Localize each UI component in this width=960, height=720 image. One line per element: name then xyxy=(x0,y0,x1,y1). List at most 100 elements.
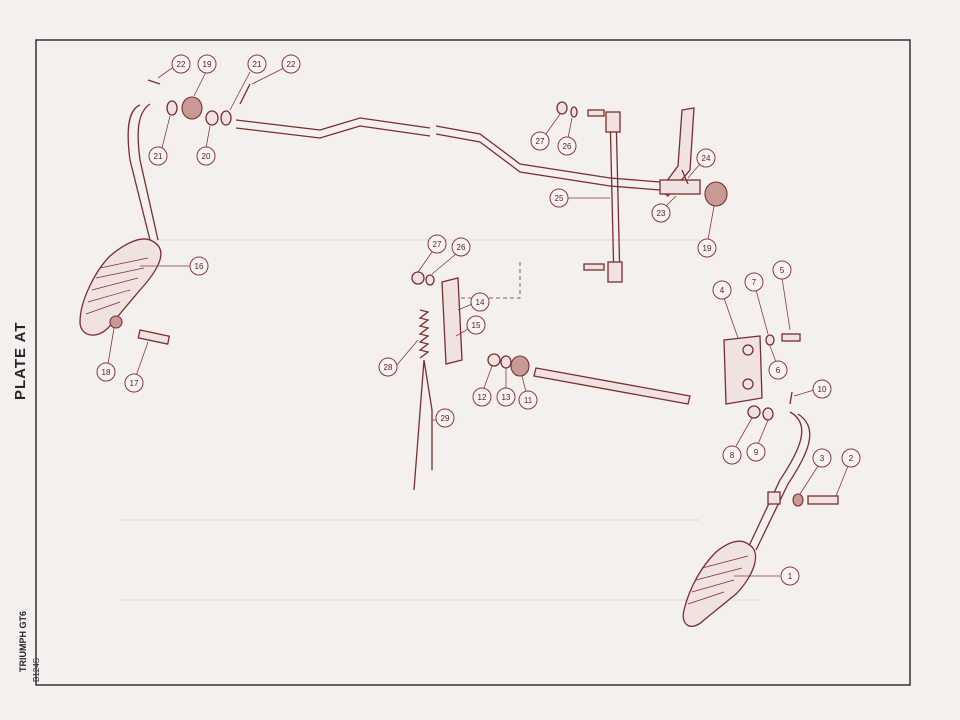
bracket-hole-lower xyxy=(742,378,754,390)
callout-8: 8 xyxy=(722,417,753,465)
pedal-ribbing xyxy=(85,257,149,315)
svg-text:21: 21 xyxy=(154,152,163,161)
callout-21-top: 21 xyxy=(229,54,267,111)
svg-text:16: 16 xyxy=(195,262,204,271)
callout-19-right: 19 xyxy=(697,205,717,258)
split-pin-22-left xyxy=(147,79,161,85)
bush-11 xyxy=(510,355,530,377)
lever-boss xyxy=(659,179,701,195)
sleeve-block xyxy=(767,491,781,505)
callout-27-mid: 27 xyxy=(417,234,447,273)
svg-text:3: 3 xyxy=(820,454,825,463)
svg-text:17: 17 xyxy=(130,379,139,388)
callout-18: 18 xyxy=(96,327,116,382)
svg-text:27: 27 xyxy=(433,240,442,249)
svg-text:28: 28 xyxy=(384,363,393,372)
svg-text:4: 4 xyxy=(720,286,725,295)
split-pin-22 xyxy=(239,83,251,105)
lever-14 xyxy=(441,277,463,365)
svg-text:10: 10 xyxy=(818,385,827,394)
pin-10 xyxy=(789,391,793,405)
callout-19-left: 19 xyxy=(193,54,217,97)
callout-29: 29 xyxy=(432,408,455,428)
bush-19-left xyxy=(181,96,203,120)
bracket-4 xyxy=(723,335,763,405)
pedal-arm-1 xyxy=(747,411,803,549)
svg-text:14: 14 xyxy=(476,298,485,307)
callout-3: 3 xyxy=(799,448,832,495)
svg-text:1: 1 xyxy=(788,572,793,581)
svg-text:22: 22 xyxy=(287,60,296,69)
svg-text:11: 11 xyxy=(524,396,533,405)
svg-text:19: 19 xyxy=(703,244,712,253)
clip-26-mid xyxy=(425,274,435,286)
pin-top xyxy=(587,109,605,117)
callout-12: 12 xyxy=(472,365,493,407)
svg-text:6: 6 xyxy=(776,366,781,375)
svg-text:29: 29 xyxy=(441,414,450,423)
svg-text:22: 22 xyxy=(177,60,186,69)
bush-19-right xyxy=(704,181,728,207)
callout-26-mid: 26 xyxy=(431,237,471,275)
callout-27-top: 27 xyxy=(530,113,561,151)
callout-28: 28 xyxy=(378,339,419,377)
nut-3 xyxy=(792,493,804,507)
svg-text:26: 26 xyxy=(563,142,572,151)
callout-13: 13 xyxy=(496,368,516,407)
spring-28 xyxy=(418,309,430,359)
nut-18 xyxy=(109,315,123,329)
callout-23: 23 xyxy=(651,195,677,223)
svg-text:18: 18 xyxy=(102,368,111,377)
callout-25: 25 xyxy=(549,188,610,208)
bolt-5 xyxy=(781,333,801,342)
bolt-17 xyxy=(137,329,171,345)
link-rod-25 xyxy=(605,111,623,283)
svg-text:21: 21 xyxy=(253,60,262,69)
spring-link-29 xyxy=(413,359,433,491)
washer-27-top xyxy=(556,101,568,115)
svg-text:24: 24 xyxy=(702,154,711,163)
svg-text:12: 12 xyxy=(478,393,487,402)
callout-15: 15 xyxy=(455,315,486,337)
accelerator-pedal-lower xyxy=(682,540,757,627)
pin-24 xyxy=(681,169,689,185)
washer-7 xyxy=(765,334,775,346)
pin-bottom xyxy=(583,263,605,271)
callout-22-top: 22 xyxy=(251,54,301,85)
lever-23 xyxy=(659,107,695,197)
bracket-hole-upper xyxy=(742,344,754,356)
callout-11: 11 xyxy=(518,375,538,410)
svg-text:25: 25 xyxy=(555,194,564,203)
svg-text:23: 23 xyxy=(657,209,666,218)
callout-1: 1 xyxy=(734,566,800,586)
callout-9: 9 xyxy=(746,419,769,462)
dashed-guide xyxy=(460,262,521,299)
clip-26-top xyxy=(570,106,578,118)
callout-2: 2 xyxy=(835,448,861,497)
callout-17: 17 xyxy=(124,341,149,393)
washer-21-left xyxy=(166,100,178,116)
svg-text:19: 19 xyxy=(203,60,212,69)
svg-text:5: 5 xyxy=(780,266,785,275)
bleed-through-marks xyxy=(120,239,760,601)
callout-6: 6 xyxy=(768,345,788,380)
washer-21 xyxy=(220,110,232,126)
svg-text:9: 9 xyxy=(754,448,759,457)
washer-9 xyxy=(762,407,774,421)
callout-20: 20 xyxy=(196,125,216,166)
bolt-2 xyxy=(807,495,839,505)
callout-4: 4 xyxy=(712,280,739,339)
washer-8 xyxy=(747,405,761,419)
svg-text:13: 13 xyxy=(502,393,511,402)
plate-code: B124S xyxy=(32,657,41,682)
washer-13 xyxy=(500,355,512,369)
vehicle-name: TRIUMPH GT6 xyxy=(18,610,28,672)
pedal-ribbing-lower xyxy=(687,555,749,605)
svg-text:26: 26 xyxy=(457,243,466,252)
plate-title: PLATE AT xyxy=(12,321,29,400)
washer-20 xyxy=(205,110,219,126)
callout-26-top: 26 xyxy=(557,117,577,156)
callout-7: 7 xyxy=(744,272,769,335)
svg-text:8: 8 xyxy=(730,451,735,460)
callout-24: 24 xyxy=(687,148,716,179)
